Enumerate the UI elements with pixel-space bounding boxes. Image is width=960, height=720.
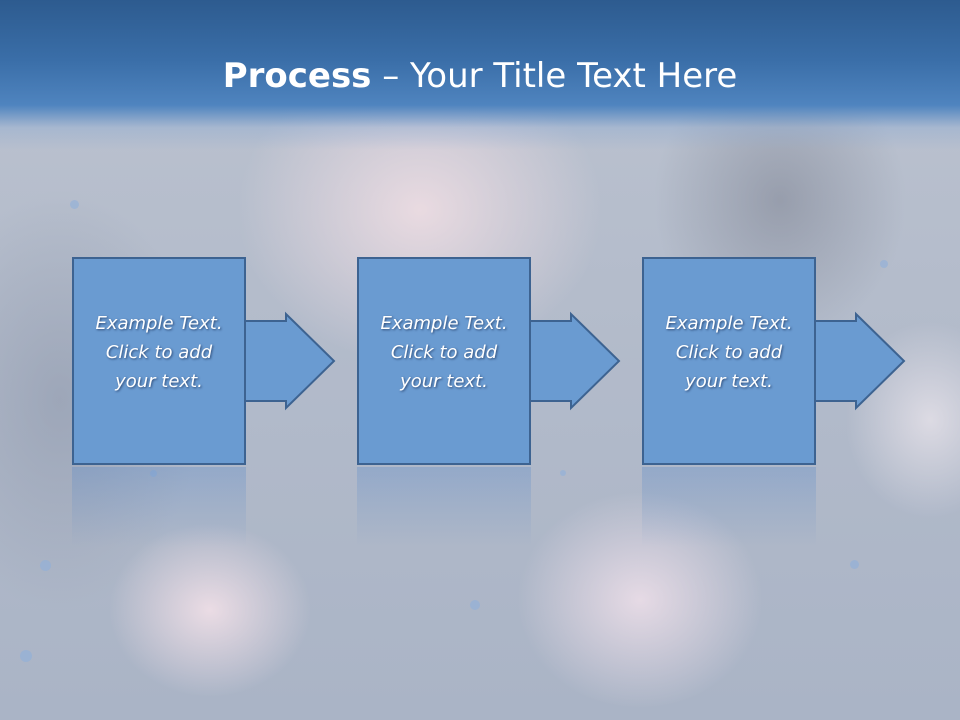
- snowflake: [40, 560, 51, 571]
- step-reflection: [642, 467, 816, 547]
- title-bold: Process: [222, 56, 372, 96]
- process-step-2[interactable]: Example Text. Click to add your text.: [357, 257, 621, 465]
- snowflake: [150, 470, 157, 477]
- step-text: Example Text. Click to add your text.: [380, 313, 508, 392]
- step-reflection: [357, 467, 531, 547]
- title-bar: [0, 0, 960, 150]
- arrow-right-icon: [72, 257, 336, 465]
- step-text: Example Text. Click to add your text.: [665, 313, 793, 392]
- title-rest: – Your Title Text Here: [371, 56, 738, 96]
- process-step-1[interactable]: Example Text. Click to add your text.: [72, 257, 336, 465]
- arrow-right-icon: [357, 257, 621, 465]
- snowflake: [850, 560, 859, 569]
- step-reflection: [72, 467, 246, 547]
- snowflake: [560, 470, 566, 476]
- snowflake: [880, 260, 888, 268]
- process-step-3[interactable]: Example Text. Click to add your text.: [642, 257, 906, 465]
- step-text: Example Text. Click to add your text.: [95, 313, 223, 392]
- slide-title[interactable]: Process – Your Title Text Here: [0, 52, 960, 100]
- snowflake: [470, 600, 480, 610]
- arrow-right-icon: [642, 257, 906, 465]
- snowflake: [70, 200, 79, 209]
- snowflake: [20, 650, 32, 662]
